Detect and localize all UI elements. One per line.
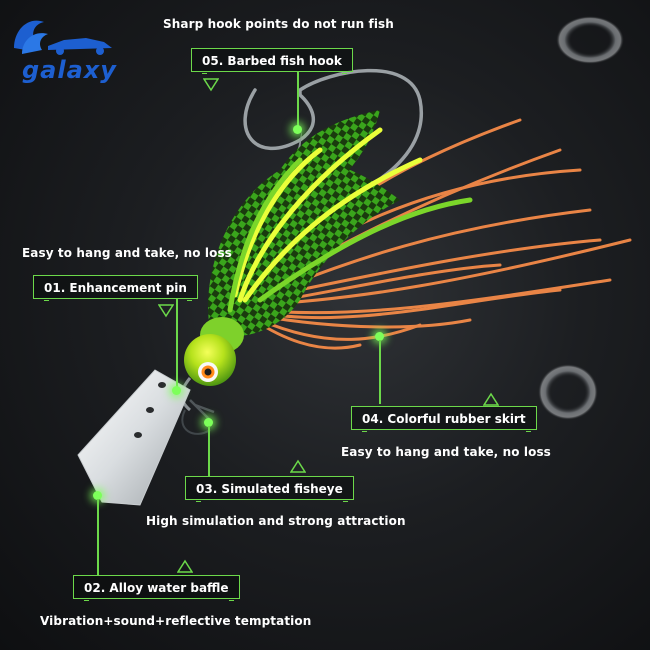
hook-leader-line	[297, 72, 299, 128]
hook-point-dot	[293, 125, 302, 134]
triangle-marker-icon	[290, 459, 306, 473]
pin-caption: Easy to hang and take, no loss	[22, 246, 232, 260]
pin-leader-line	[176, 299, 178, 389]
pin-point-dot	[172, 386, 181, 395]
hook-caption: Sharp hook points do not run fish	[163, 17, 394, 31]
triangle-marker-icon	[203, 78, 219, 92]
bubble-icon	[538, 364, 598, 420]
brand-name: galaxy	[22, 56, 117, 84]
baffle-point-dot	[93, 491, 102, 500]
baffle-label: 02. Alloy water baffle	[73, 574, 240, 601]
fisheye-point-dot	[204, 418, 213, 427]
triangle-marker-icon	[177, 559, 193, 573]
skirt-leader-line	[379, 340, 381, 404]
fisheye-leader-line	[208, 426, 210, 476]
triangle-marker-icon	[158, 304, 174, 318]
skirt-point-dot	[375, 332, 384, 341]
hook-label: 05. Barbed fish hook	[191, 47, 353, 74]
galaxy-logo-icon	[14, 20, 112, 55]
baffle-caption: Vibration+sound+reflective temptation	[40, 614, 312, 628]
fisheye-label: 03. Simulated fisheye	[185, 475, 354, 502]
skirt-label: 04. Colorful rubber skirt	[351, 405, 537, 432]
baffle-leader-line	[97, 499, 99, 575]
skirt-caption: Easy to hang and take, no loss	[341, 445, 551, 459]
bubble-icon	[556, 16, 624, 64]
triangle-marker-icon	[483, 392, 499, 406]
pin-label: 01. Enhancement pin	[33, 274, 198, 301]
fisheye-caption: High simulation and strong attraction	[146, 514, 406, 528]
